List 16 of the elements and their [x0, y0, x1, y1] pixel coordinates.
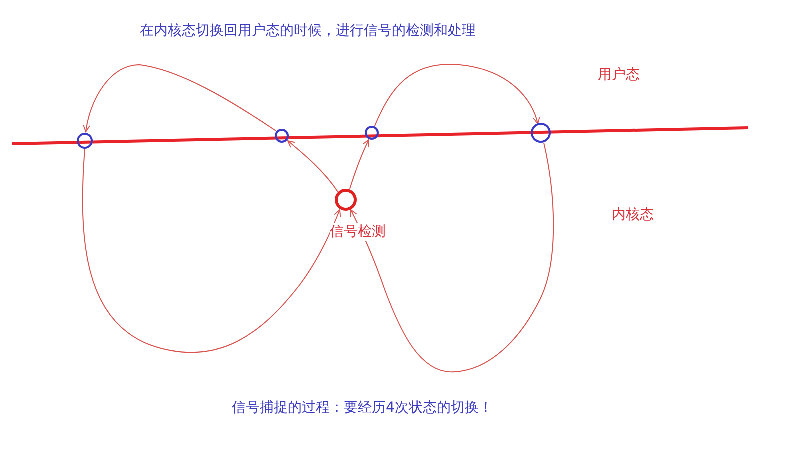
arrow	[83, 64, 276, 132]
node-caption: 信号检测	[330, 223, 386, 241]
arrow	[82, 148, 342, 353]
arrow	[288, 140, 338, 192]
note-text: 信号捕捉的过程：要经历4次状态的切换！	[232, 399, 493, 417]
arrow	[350, 140, 370, 190]
crossing-circle	[77, 133, 93, 149]
arrow	[374, 64, 540, 126]
crossing-circle	[365, 126, 379, 140]
region-label: 内核态	[612, 206, 654, 224]
crossing-circle	[531, 123, 551, 143]
region-label: 用户态	[598, 66, 640, 84]
detection-circle	[335, 189, 357, 211]
arrow	[350, 142, 554, 372]
note-text: 在内核态切换回用户态的时候，进行信号的检测和处理	[140, 22, 476, 40]
crossing-circle	[275, 129, 289, 143]
